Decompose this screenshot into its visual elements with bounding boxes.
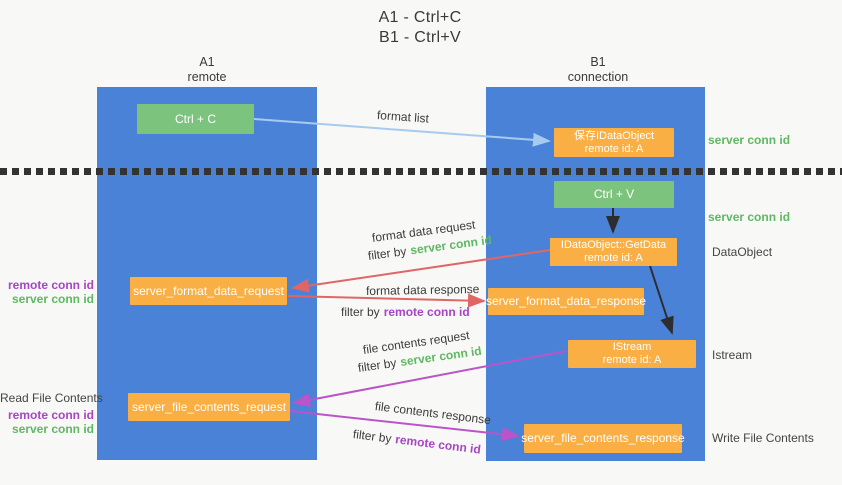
node-getdata-line1: IDataObject::GetData xyxy=(560,239,667,251)
label-format-list: format list xyxy=(377,108,430,126)
side-server-conn-id-2: server conn id xyxy=(11,422,94,436)
label-file-contents-response: file contents response xyxy=(374,399,492,427)
side-remote-conn-id-1: remote conn id xyxy=(7,278,94,292)
title-line-2: B1 - Ctrl+V xyxy=(379,29,461,46)
node-save-idataobject-line2: remote id: A xyxy=(584,142,644,155)
remote-conn-id-text: remote conn id xyxy=(383,305,470,319)
filter-by-text: filter by xyxy=(357,355,398,375)
node-istream-line2: remote id: A xyxy=(602,354,662,366)
lane-b1-name: B1 xyxy=(590,55,606,69)
side-server-conn-id-top: server conn id xyxy=(708,133,791,147)
side-istream: Istream xyxy=(712,348,753,362)
node-server-format-data-request: server_format_data_request xyxy=(130,277,287,305)
node-getdata-line2: remote id: A xyxy=(584,252,643,264)
session-divider-line xyxy=(0,168,842,175)
side-dataobject: DataObject xyxy=(712,245,773,259)
filter-by-text: filter by xyxy=(341,305,380,319)
node-save-idataobject-line1: 保存IDataObject xyxy=(573,129,655,142)
side-remote-conn-id-2: remote conn id xyxy=(7,408,94,422)
node-server-file-contents-response: server_file_contents_response xyxy=(521,424,685,453)
lane-header-a1: A1 remote xyxy=(147,55,267,85)
lane-a1-name: A1 xyxy=(199,55,215,69)
lane-b1-subtitle: connection xyxy=(567,70,629,84)
node-format-response-label: server_format_data_response xyxy=(485,294,647,308)
node-ctrl-c: Ctrl + C xyxy=(137,104,254,134)
filter-by-text: filter by xyxy=(352,427,393,446)
side-write-file-contents: Write File Contents xyxy=(712,431,814,445)
node-server-format-data-response: server_format_data_response xyxy=(485,288,647,315)
remote-conn-id-text: remote conn id xyxy=(394,432,482,457)
node-save-idataobject: 保存IDataObject remote id: A xyxy=(554,128,674,157)
format-data-response-text: format data response xyxy=(365,282,480,298)
diagram-title: A1 - Ctrl+C B1 - Ctrl+V xyxy=(325,8,515,48)
node-file-response-label: server_file_contents_response xyxy=(521,431,685,445)
format-list-text: format list xyxy=(376,108,430,126)
lane-a1-subtitle: remote xyxy=(187,70,227,84)
node-server-file-contents-request: server_file_contents_request xyxy=(128,393,290,421)
side-conn-ids-format: remote conn id server conn id xyxy=(0,278,94,306)
node-ctrl-v: Ctrl + V xyxy=(554,181,674,208)
lane-header-b1: B1 connection xyxy=(538,55,658,85)
file-contents-response-text: file contents response xyxy=(374,399,492,428)
filter-by-text: filter by xyxy=(367,244,408,263)
title-line-1: A1 - Ctrl+C xyxy=(378,9,462,26)
node-ctrl-c-label: Ctrl + C xyxy=(174,111,216,126)
side-server-conn-id-mid: server conn id xyxy=(708,210,791,224)
side-conn-ids-file: remote conn id server conn id xyxy=(0,408,94,436)
side-server-conn-id-1: server conn id xyxy=(11,292,94,306)
node-ctrl-v-label: Ctrl + V xyxy=(593,187,635,201)
node-file-request-label: server_file_contents_request xyxy=(131,399,287,414)
side-read-file-contents: Read File Contents xyxy=(0,391,103,405)
node-istream-line1: IStream xyxy=(612,341,652,353)
node-istream: IStream remote id: A xyxy=(568,340,696,368)
node-format-request-label: server_format_data_request xyxy=(133,283,284,298)
node-idataobject-getdata: IDataObject::GetData remote id: A xyxy=(550,238,677,266)
label-format-data-response: format data response xyxy=(366,282,480,298)
